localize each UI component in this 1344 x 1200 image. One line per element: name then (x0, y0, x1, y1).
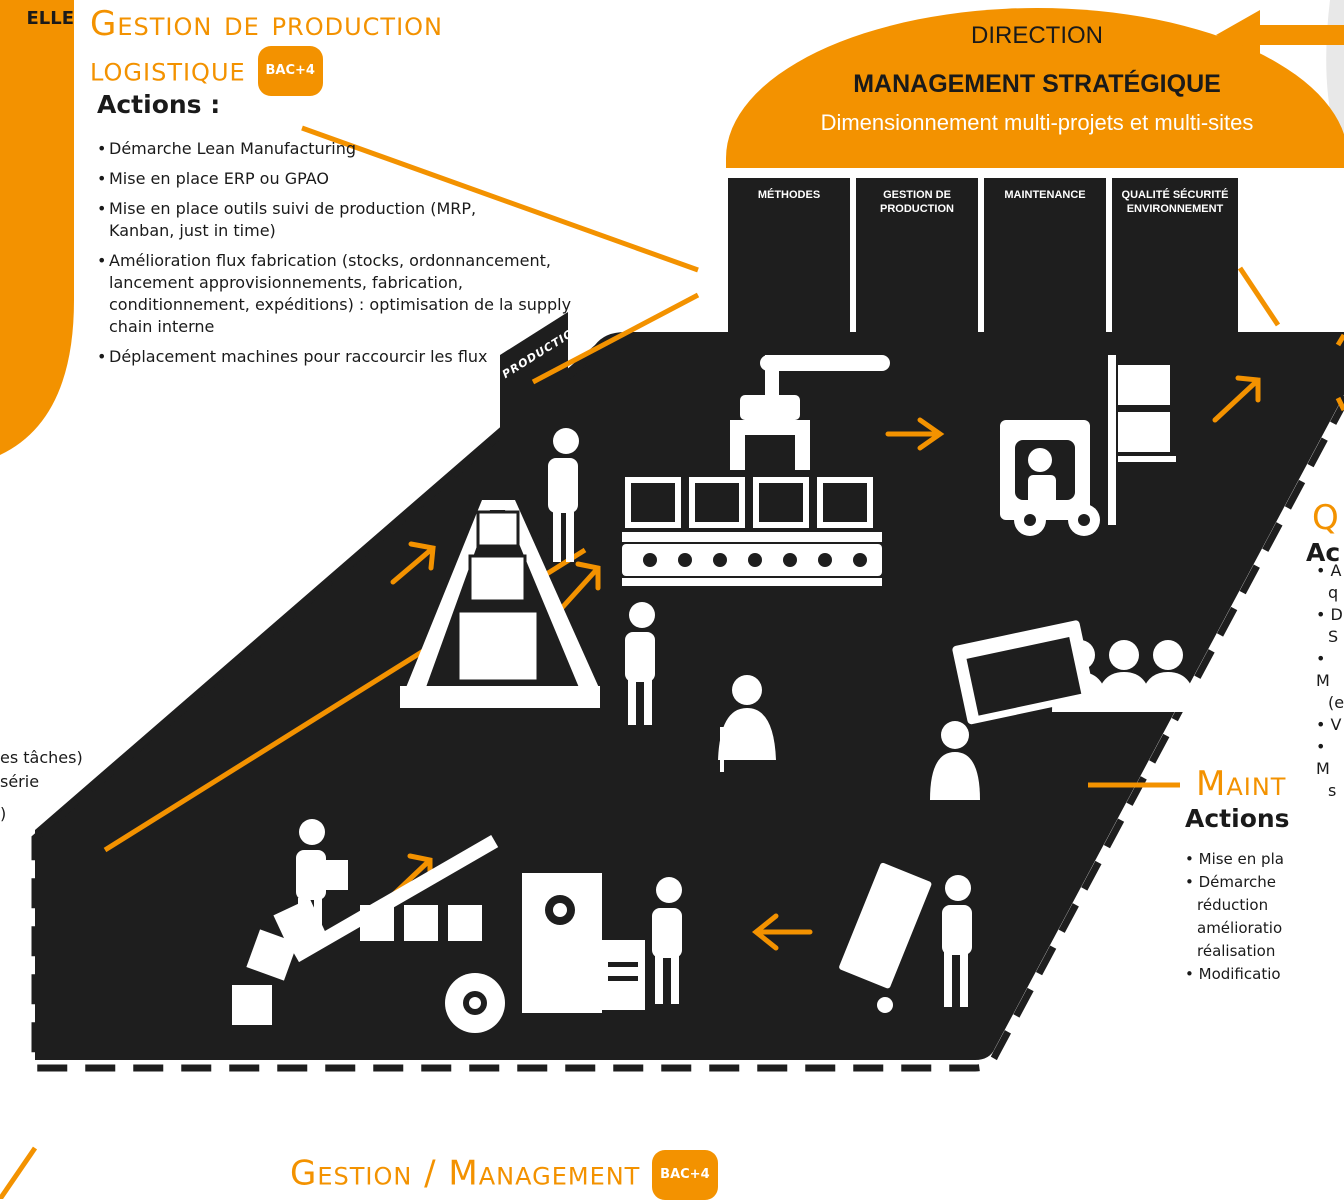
list-item: Mise en place outils suivi de production… (97, 198, 514, 242)
fragment: • M (1316, 649, 1330, 690)
list-item: Amélioration flux fabrication (stocks, o… (97, 250, 579, 338)
direction-title: MANAGEMENT STRATÉGIQUE (853, 70, 1221, 98)
section-title-production-logistique: Gestion de production logistique BAC+4 (90, 2, 443, 96)
column-methodes: MÉTHODES (728, 178, 850, 333)
worker-1 (548, 428, 579, 562)
vertical-conveyor (400, 500, 600, 708)
column-qualite: QUALITÉ SÉCURITÉ ENVIRONNEMENT (1112, 178, 1238, 333)
qualite-actions-heading: Ac (1306, 538, 1341, 567)
fragment: • D (1316, 605, 1343, 624)
column-gestion-production: GESTION DE PRODUCTION (856, 178, 978, 333)
left-orange-panel (0, 0, 74, 455)
fragment: • V (1316, 715, 1342, 734)
maintenance-actions-heading: Actions (1185, 804, 1290, 833)
flow-arrows (390, 375, 1261, 951)
qualite-fragments: • A q • D S • M (e • V • M s (1316, 560, 1344, 802)
title-line-2: logistique BAC+4 (90, 46, 443, 96)
bac4-badge: BAC+4 (652, 1150, 718, 1200)
fragment: (e (1328, 693, 1344, 712)
workers-middle (625, 602, 776, 772)
list-item: Déplacement machines pour raccourcir les… (97, 346, 499, 368)
qualite-title: Q (1312, 498, 1340, 538)
fragment: réalisation (1197, 942, 1276, 960)
fragment: • A (1316, 561, 1342, 580)
title-line-1: Gestion de production (90, 4, 444, 44)
section-title-gestion-management: Gestion / Management BAC+4 (290, 1150, 718, 1200)
left-text-fragments: es tâches) série ) (0, 746, 83, 826)
list-item: Démarche Lean Manufacturing (97, 138, 585, 160)
actions-list-production: Démarche Lean Manufacturing Mise en plac… (97, 138, 585, 376)
fragment: • Mise en pla (1185, 850, 1284, 868)
direction-label: DIRECTION (971, 22, 1103, 49)
fragment: S (1328, 627, 1339, 646)
actions-heading-production: Actions : (97, 90, 221, 119)
fragment: q (1328, 583, 1339, 602)
fragment: • M (1316, 737, 1330, 778)
fragment: amélioratio (1197, 919, 1283, 937)
left-panel-title: ELLE (26, 8, 74, 29)
fragment: s (1328, 781, 1337, 800)
fragment: es tâches) (0, 748, 83, 767)
bac4-badge: BAC+4 (257, 46, 323, 96)
hand-truck (839, 862, 972, 1013)
maintenance-title: Maint (1196, 764, 1287, 804)
column-maintenance: MAINTENANCE (984, 178, 1106, 333)
list-item: Mise en place ERP ou GPAO (97, 168, 585, 190)
maintenance-fragments: • Mise en pla • Démarche réduction améli… (1185, 848, 1344, 986)
fragment: • Modificatio (1185, 965, 1281, 983)
fragment: • Démarche (1185, 873, 1277, 891)
fragment: série (0, 772, 40, 791)
direction-subtitle: Dimensionnement multi-projets et multi-s… (820, 110, 1254, 135)
fragment: réduction (1197, 896, 1269, 914)
fragment: ) (0, 804, 7, 823)
